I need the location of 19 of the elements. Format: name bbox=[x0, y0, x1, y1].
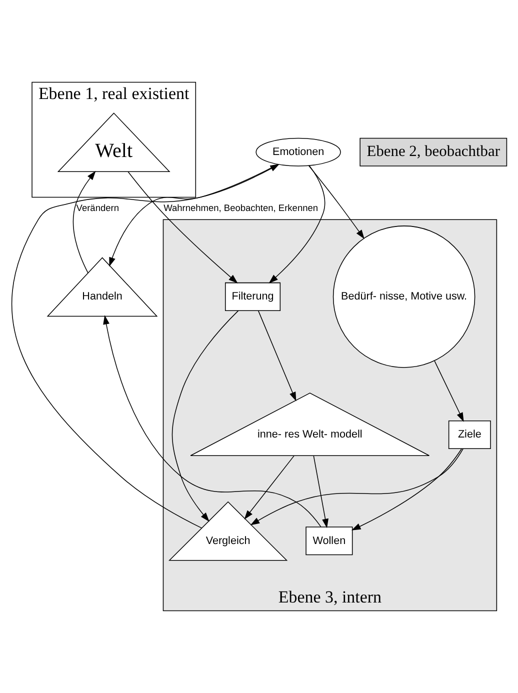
arrow bbox=[128, 171, 238, 284]
arrow bbox=[250, 448, 464, 526]
node-ellipse: Emotionen bbox=[256, 138, 341, 166]
arrow bbox=[72, 170, 96, 274]
node-circle: Bedürf- nisse, Motive usw. bbox=[332, 226, 476, 368]
arrow bbox=[434, 360, 464, 422]
arrow bbox=[244, 455, 294, 520]
arrow bbox=[258, 310, 296, 402]
arrow bbox=[351, 448, 462, 530]
node-box: Ebene 2, beobachtbar bbox=[360, 138, 508, 166]
edge-label: Wahrnehmen, Beobachten, Erkennen bbox=[164, 202, 318, 213]
node-box: Wollen bbox=[306, 526, 353, 556]
arrow bbox=[313, 455, 328, 528]
arrow bbox=[308, 165, 364, 240]
node-box: Filterung bbox=[225, 282, 281, 311]
arrow bbox=[103, 315, 322, 528]
arrow bbox=[172, 310, 239, 522]
edge-label: Verändern bbox=[76, 202, 119, 213]
node-box: Ziele bbox=[448, 420, 491, 450]
